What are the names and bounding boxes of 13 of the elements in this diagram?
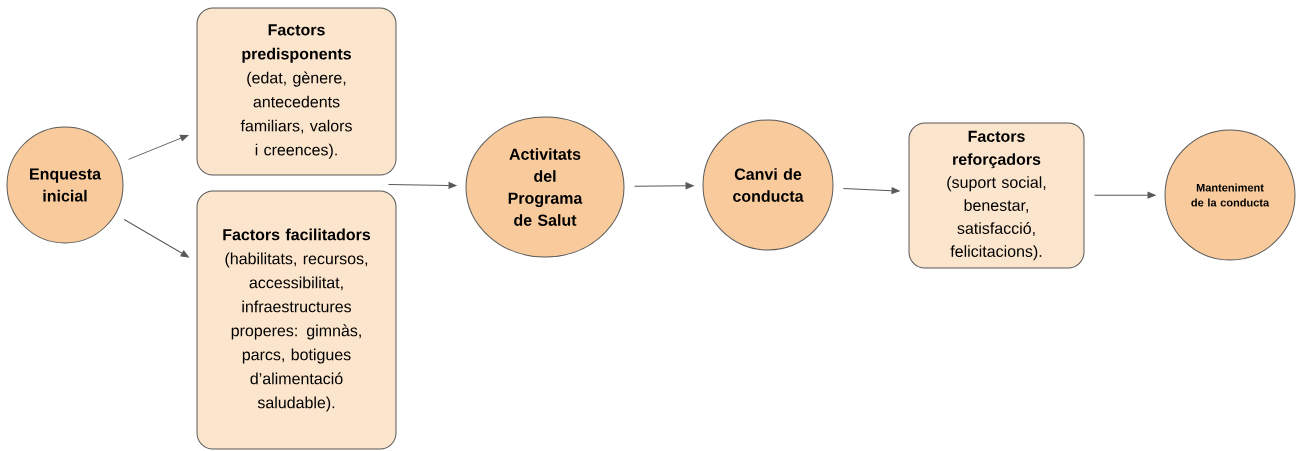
circle-node: Manteniment de la conducta <box>1164 129 1296 261</box>
ellipse-node: Activitats del Programa de Salut <box>465 116 625 258</box>
arrow <box>842 187 900 195</box>
circle-node: Canvi de conducta <box>702 119 834 251</box>
rounded-box: Factors reforçadors (suport social, benestar, satisfacció, felicitacions). <box>908 122 1085 269</box>
arrow <box>123 219 189 258</box>
rounded-box: Factors predisponents (edat, gènere, antecedents familiars, valors i creences). <box>196 7 397 176</box>
circle-node: Enquesta inicial <box>6 126 124 244</box>
arrow <box>388 182 457 189</box>
rounded-box: Factors facilitadors (habilitats, recursos, accessibilitat, infraestructures properes: gimnàs, parcs, botigues d’alimentació saludable). <box>196 190 397 450</box>
arrow <box>634 182 694 190</box>
arrow <box>1094 191 1156 199</box>
arrow <box>128 134 189 160</box>
